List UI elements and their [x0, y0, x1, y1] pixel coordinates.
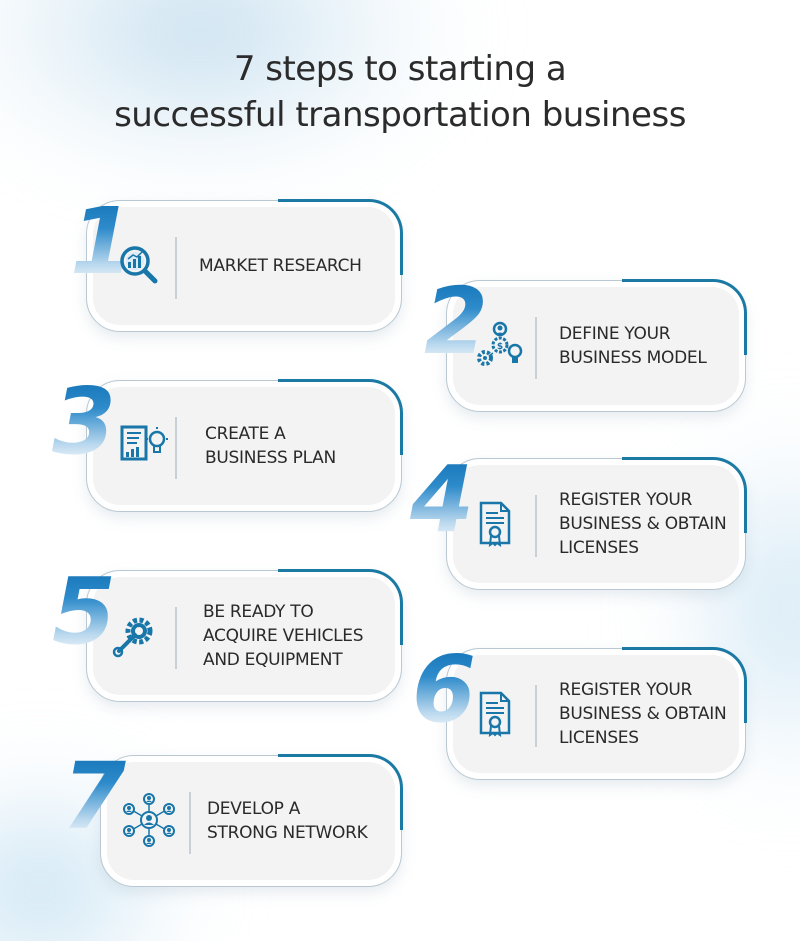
title-line-1: 7 steps to starting a [233, 49, 567, 89]
business-model-icon: $ [475, 321, 525, 371]
svg-text:$: $ [497, 342, 503, 352]
card-accent-border [278, 199, 403, 275]
step-label: MARKET RESEARCH [199, 256, 362, 276]
certificate-icon [471, 499, 521, 549]
card-accent-border [278, 379, 403, 455]
step-label: REGISTER YOUR BUSINESS & OBTAIN LICENSES [559, 490, 727, 558]
card-divider [175, 237, 177, 299]
card-accent-border [622, 279, 747, 355]
step-number-6: 6 [412, 636, 477, 743]
card-divider [535, 685, 537, 747]
market-research-icon [115, 241, 165, 291]
step-label: CREATE A BUSINESS PLAN [205, 424, 336, 468]
step-label: DEFINE YOUR BUSINESS MODEL [559, 324, 707, 368]
step-card-2: $ DEFINE YOUR BUSINESS MODEL [446, 279, 747, 412]
card-divider [535, 317, 537, 379]
step-card-4: REGISTER YOUR BUSINESS & OBTAIN LICENSES [446, 457, 747, 590]
step-number-2: 2 [424, 268, 489, 375]
title-line-2: successful transportation business [114, 95, 686, 135]
step-card-7: DEVELOP A STRONG NETWORK [100, 754, 403, 887]
card-divider [175, 607, 177, 669]
step-number-1: 1 [70, 188, 135, 295]
step-number-5: 5 [52, 558, 117, 665]
card-divider [535, 495, 537, 557]
step-label: BE READY TO ACQUIRE VEHICLES AND EQUIPME… [203, 602, 364, 670]
card-divider [175, 417, 177, 479]
certificate-icon [471, 689, 521, 739]
people-network-icon [121, 792, 177, 848]
step-label: REGISTER YOUR BUSINESS & OBTAIN LICENSES [559, 680, 727, 748]
step-label: DEVELOP A STRONG NETWORK [207, 799, 368, 843]
step-number-4: 4 [410, 446, 475, 553]
card-accent-border [278, 754, 403, 830]
card-accent-border [622, 457, 747, 533]
card-divider [189, 792, 191, 854]
step-card-1: MARKET RESEARCH [86, 199, 403, 332]
gear-wrench-icon [109, 611, 159, 661]
card-accent-border [622, 647, 747, 723]
business-plan-icon [119, 421, 169, 471]
step-card-5: BE READY TO ACQUIRE VEHICLES AND EQUIPME… [86, 569, 403, 702]
step-number-7: 7 [62, 743, 127, 850]
card-accent-border [278, 569, 403, 645]
step-card-6: REGISTER YOUR BUSINESS & OBTAIN LICENSES [446, 647, 747, 780]
step-card-3: CREATE A BUSINESS PLAN [86, 379, 403, 512]
page-title: 7 steps to starting a successful transpo… [0, 46, 800, 138]
step-number-3: 3 [52, 368, 117, 475]
